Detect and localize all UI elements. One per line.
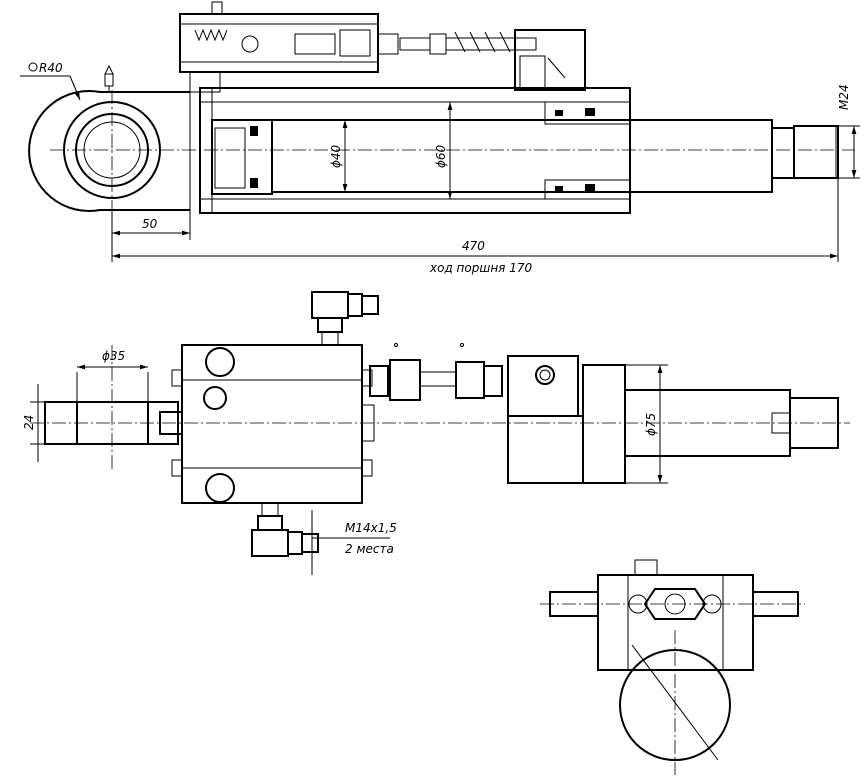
eye-thickness-label: 24 <box>22 415 36 430</box>
eye-width-dia-label: ϕ35 <box>102 349 125 363</box>
dim-eye-width: ϕ35 <box>76 349 149 402</box>
rod-eye-section <box>28 64 191 212</box>
dim-radius: R40 <box>20 61 81 101</box>
valve-block-section <box>179 1 586 93</box>
pipe-fittings-plan <box>369 343 503 401</box>
dim-bore-dia: ϕ60 <box>434 102 453 199</box>
bore-dia-label: ϕ60 <box>434 144 448 168</box>
barrel-plan <box>507 355 839 484</box>
thread-end-label: M24 <box>837 84 851 110</box>
dim-total-length: 470 ход поршня 170 <box>112 178 839 275</box>
stroke-label: ход поршня 170 <box>429 261 532 275</box>
body-dia-label: ϕ75 <box>644 413 658 436</box>
cylinder-section-view: R40 50 470 ход поршня 170 ϕ40 ϕ60 M24 <box>20 1 860 275</box>
total-length-label: 470 <box>462 239 485 253</box>
radius-label: R40 <box>39 61 63 75</box>
valve-block-plan <box>171 291 379 557</box>
port-thread-label: M14x1,5 <box>345 521 397 535</box>
dim-eye-offset: 50 <box>111 212 191 262</box>
cylinder-end-view <box>540 559 805 775</box>
piston-rod <box>271 119 839 193</box>
barrel-section <box>199 87 631 214</box>
rod-dia-label: ϕ40 <box>329 144 343 168</box>
dim-rod-dia: ϕ40 <box>329 120 348 192</box>
cylinder-plan-view: ϕ35 24 ϕ75 M14x1,5 2 места <box>22 291 850 575</box>
eye-plan <box>44 345 183 470</box>
dim-body-dia: ϕ75 <box>625 364 668 484</box>
port-count-label: 2 места <box>345 542 394 556</box>
dim-port-thread: M14x1,5 2 места <box>311 510 397 575</box>
dim-thread-end: M24 <box>837 84 860 179</box>
eye-offset-label: 50 <box>142 217 158 231</box>
dim-eye-thickness: 24 <box>22 384 45 462</box>
